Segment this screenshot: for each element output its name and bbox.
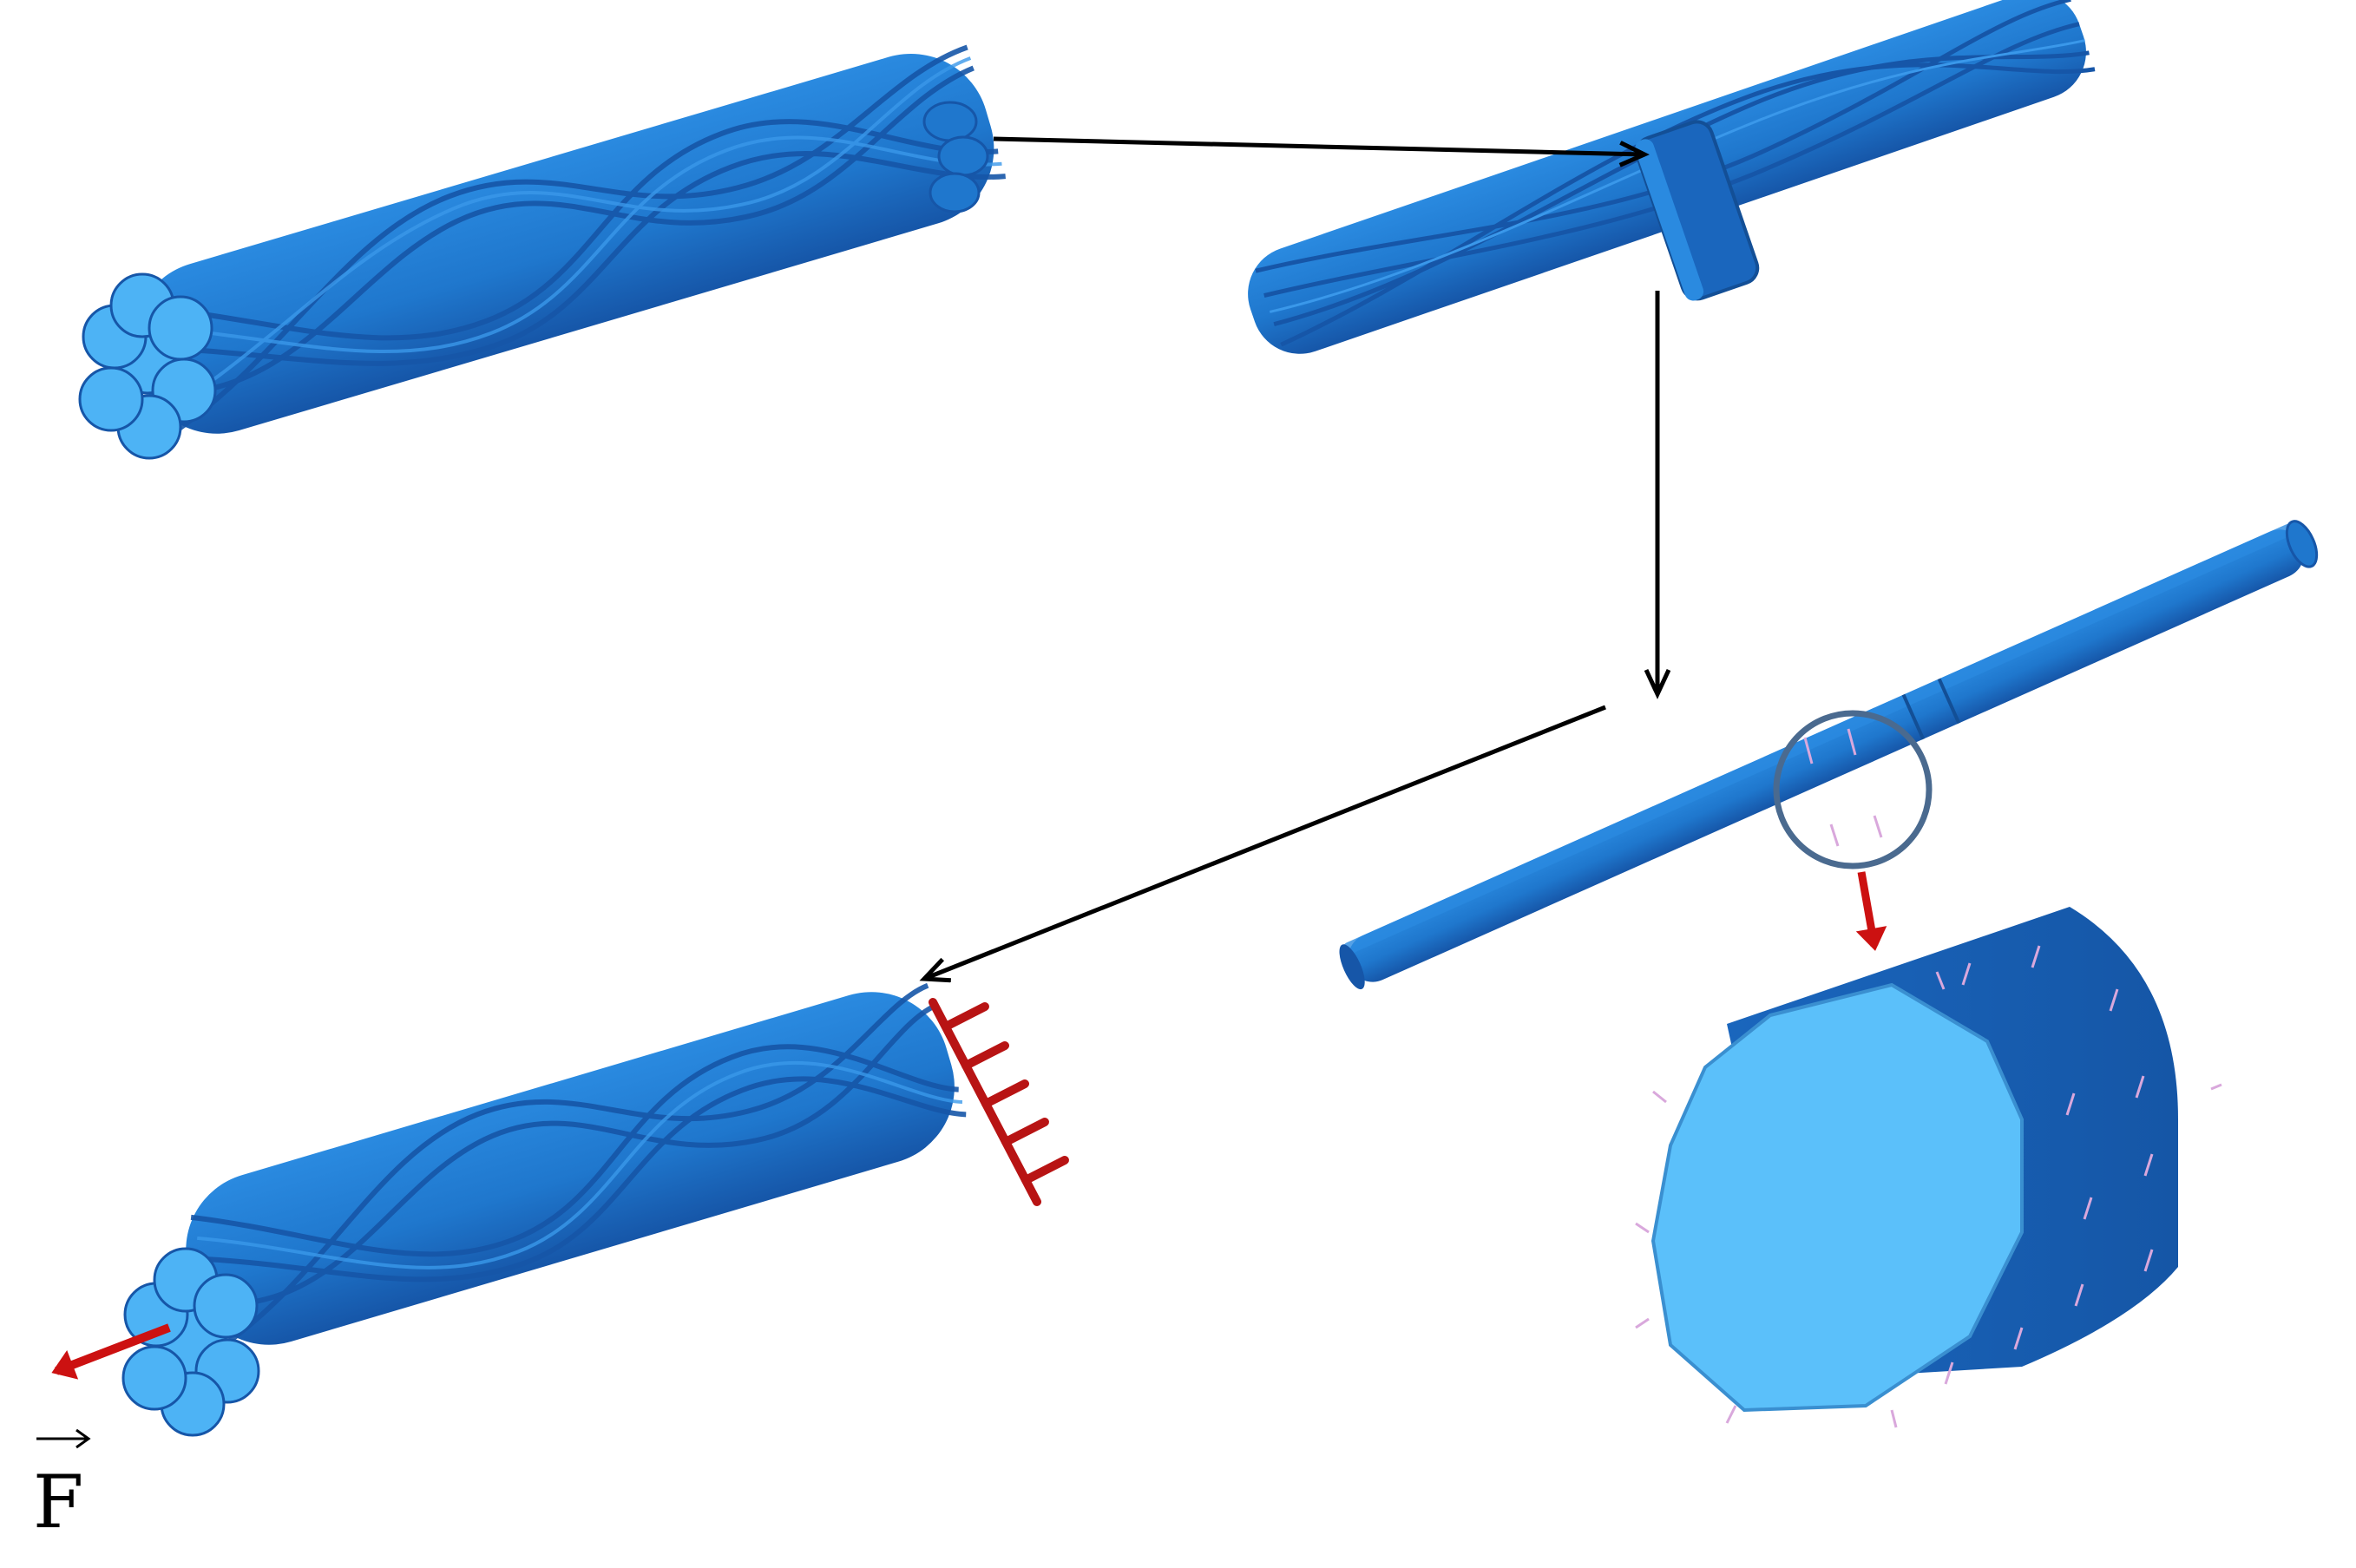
strand-with-sleeve-top-right bbox=[1248, 0, 2096, 354]
strand-boundary-conditions: F bbox=[33, 982, 1069, 1545]
strand-end-face-bottom bbox=[121, 1247, 260, 1437]
single-wire-model bbox=[1339, 520, 2319, 990]
strand-end-face bbox=[78, 272, 217, 460]
contact-sleeve bbox=[1635, 120, 1760, 301]
fixed-support-symbol bbox=[929, 998, 1069, 1206]
force-vector-label: F bbox=[33, 1428, 91, 1545]
applied-force-arrow bbox=[51, 1323, 171, 1380]
zoomed-end-face bbox=[1651, 982, 2024, 1413]
force-label: F bbox=[33, 1460, 83, 1545]
flow-arrow-1 bbox=[993, 136, 1644, 154]
detail-zoom-arrow bbox=[1855, 871, 1887, 951]
strand-model-top-left bbox=[78, 44, 1006, 460]
detail-circle bbox=[1773, 710, 1933, 869]
flow-arrow-3 bbox=[924, 705, 1606, 979]
zoomed-wire-section bbox=[1635, 907, 2222, 1428]
